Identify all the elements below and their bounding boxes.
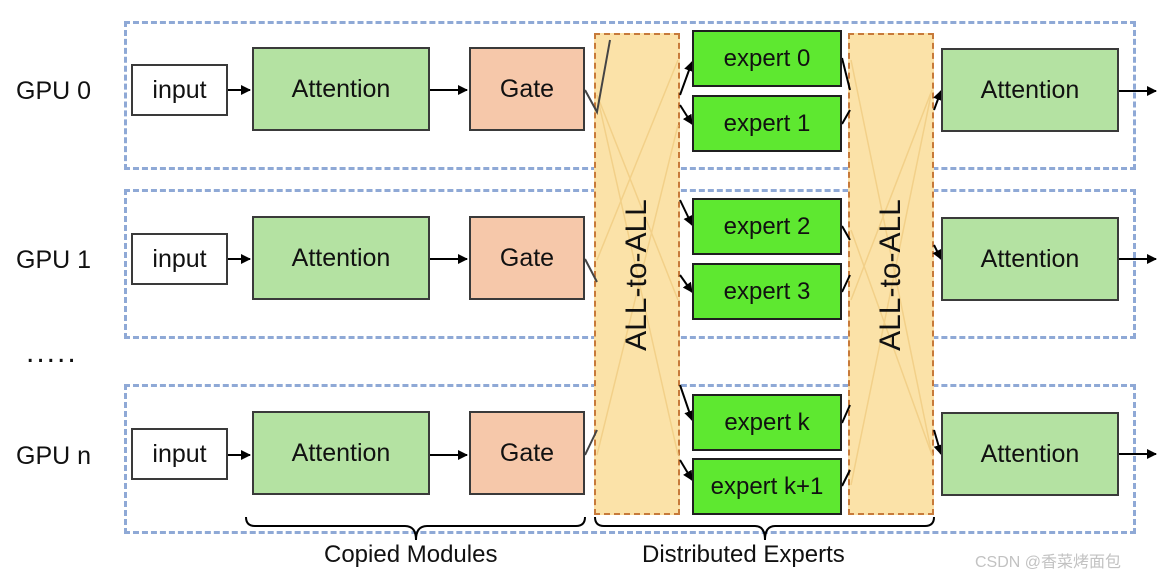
- gpu-n-attention-box: Attention: [252, 411, 430, 495]
- gpu-0-gate-box: Gate: [469, 47, 585, 131]
- expert-3-box: expert 3: [692, 263, 842, 320]
- gpu-1-input-box: input: [131, 233, 228, 285]
- gpu-0-output-attention-box: Attention: [941, 48, 1119, 132]
- expert-2-box: expert 2: [692, 198, 842, 255]
- expert-k-box: expert k: [692, 394, 842, 451]
- gpu-0-input-box: input: [131, 64, 228, 116]
- gpu-0-label: GPU 0: [16, 77, 92, 105]
- all-to-all-right-label: ALL-to-ALL: [874, 199, 907, 351]
- all-to-all-left-label: ALL-to-ALL: [620, 199, 653, 351]
- ellipsis: .....: [26, 336, 78, 369]
- gpu-0-attention-box: Attention: [252, 47, 430, 131]
- gpu-1-attention-box: Attention: [252, 216, 430, 300]
- gpu-1-label: GPU 1: [16, 246, 92, 274]
- gpu-1-output-attention-box: Attention: [941, 217, 1119, 301]
- watermark-text: CSDN @香菜烤面包: [975, 554, 1122, 571]
- distributed-experts-caption: Distributed Experts: [642, 541, 845, 568]
- gpu-n-output-attention-box: Attention: [941, 412, 1119, 496]
- gpu-1-gate-box: Gate: [469, 216, 585, 300]
- gpu-n-label: GPU n: [16, 442, 92, 470]
- gpu-n-gate-box: Gate: [469, 411, 585, 495]
- gpu-n-input-box: input: [131, 428, 228, 480]
- expert-k-plus-1-box: expert k+1: [692, 458, 842, 515]
- expert-0-box: expert 0: [692, 30, 842, 87]
- copied-modules-caption: Copied Modules: [324, 541, 498, 568]
- expert-1-box: expert 1: [692, 95, 842, 152]
